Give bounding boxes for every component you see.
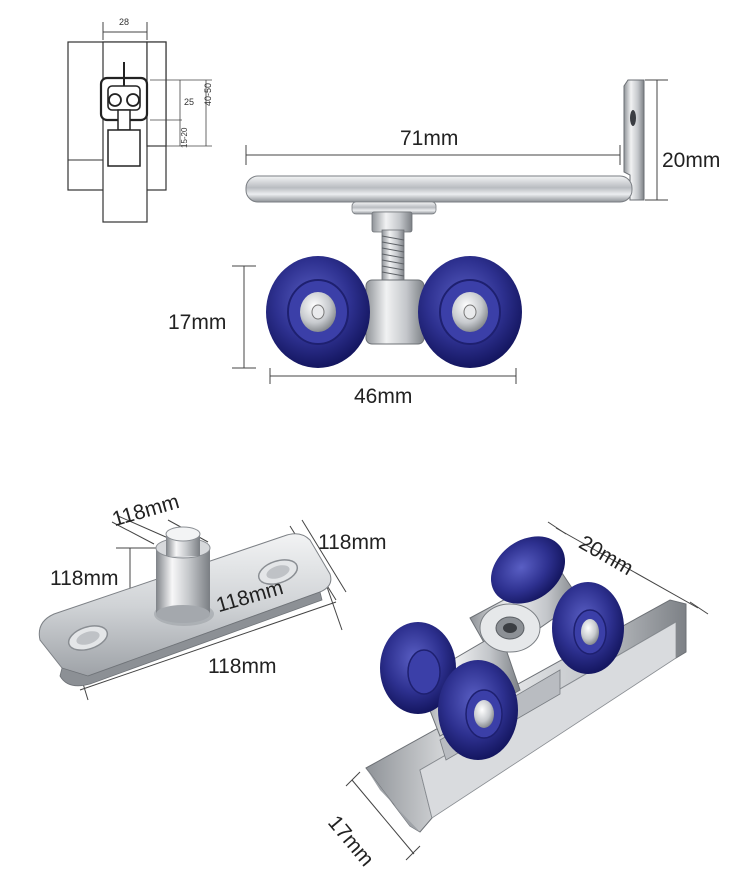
- schematic-drawing: [67, 22, 212, 223]
- bracket-height-label: 20mm: [662, 149, 721, 172]
- pin-height-label: 118mm: [50, 567, 119, 590]
- back-left-wheel: [490, 536, 566, 604]
- wheel-span-label: 46mm: [354, 385, 413, 408]
- rail-length-label: 71mm: [400, 127, 459, 150]
- plate-length-label: 118mm: [208, 655, 277, 678]
- schematic-width-label: 28: [119, 17, 130, 27]
- top-product-dimensions: [232, 79, 668, 384]
- wheel-height-label: 17mm: [168, 311, 227, 334]
- top-rail-product: [245, 79, 645, 368]
- schematic-gap-label: 15-20: [180, 127, 189, 148]
- plate-width-label: 118mm: [318, 531, 387, 554]
- roller-product-dimensions: [345, 521, 709, 861]
- roller-carriage-product: [365, 536, 687, 833]
- schematic-height-label: 25: [184, 97, 195, 107]
- pivot-plate-product: [38, 526, 332, 687]
- schematic-range-label: 40-50: [203, 82, 213, 106]
